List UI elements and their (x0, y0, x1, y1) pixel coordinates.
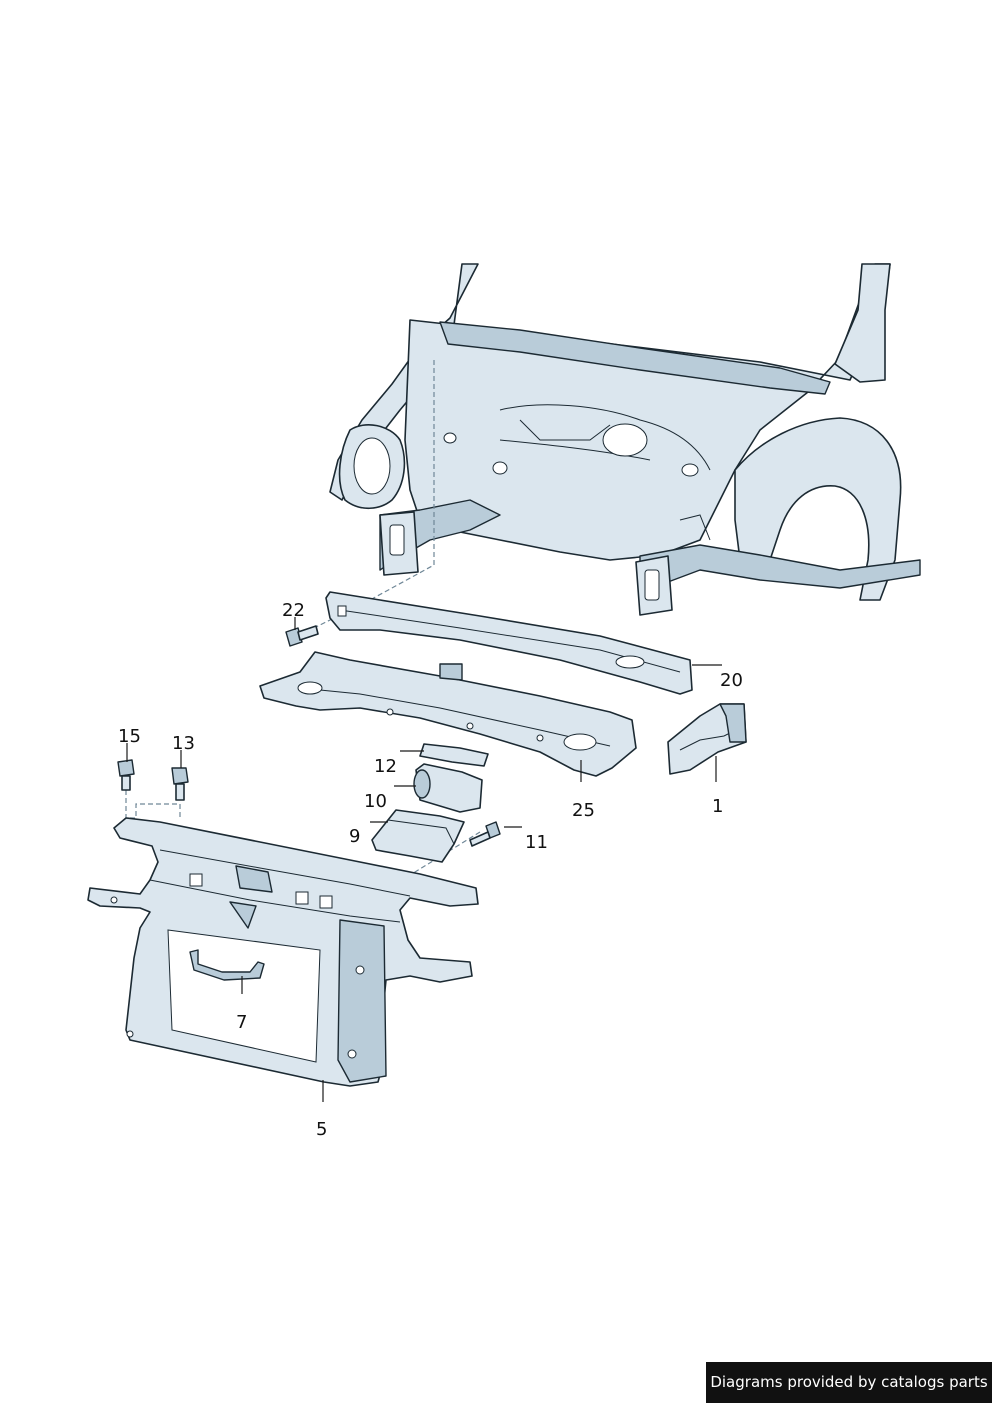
part-10-air-duct (413, 763, 483, 813)
part-25-lower-crossmember (259, 651, 637, 777)
part-12-air-guide (419, 743, 489, 767)
part-1-bracket (667, 703, 747, 775)
callout-5: 5 (316, 1119, 327, 1140)
callout-13: 13 (172, 733, 195, 754)
part-7-wire-bracket (189, 949, 265, 981)
part-13-bolt (171, 767, 189, 801)
callout-20: 20 (720, 670, 743, 691)
car-front-body (329, 263, 921, 616)
part-9-duct-housing (371, 809, 465, 863)
callout-22: 22 (282, 600, 305, 621)
callout-25: 25 (572, 800, 595, 821)
part-11-screw (469, 821, 501, 847)
callout-10: 10 (364, 791, 387, 812)
callout-7: 7 (236, 1012, 247, 1033)
credit-badge: Diagrams provided by catalogs parts (706, 1362, 992, 1403)
part-20-upper-crossmember (325, 591, 693, 695)
part-15-bolt (117, 759, 135, 791)
callout-9: 9 (349, 826, 360, 847)
callout-12: 12 (374, 756, 397, 777)
callout-15: 15 (118, 726, 141, 747)
leader-lines (126, 617, 722, 1102)
part-22-bolt (285, 625, 319, 647)
callout-labels: 22 20 15 13 12 10 9 11 25 1 7 5 (118, 600, 743, 1140)
callout-11: 11 (525, 832, 548, 853)
part-5-lock-carrier (87, 817, 479, 1087)
callout-1: 1 (712, 796, 723, 817)
